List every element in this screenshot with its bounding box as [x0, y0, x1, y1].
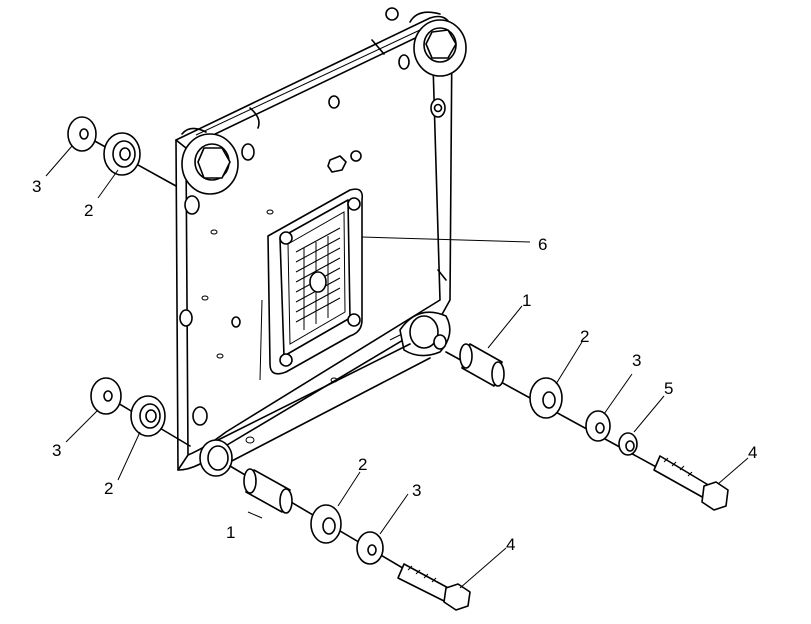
- ecm-connector: [267, 188, 364, 375]
- callout-5: 5: [664, 379, 673, 398]
- callout-3-bottom: 3: [412, 481, 421, 500]
- callout-2-right: 2: [580, 327, 589, 346]
- callout-3-lower-left: 3: [52, 441, 61, 460]
- lower-left-hardware: [90, 377, 191, 447]
- callout-3-upper-left: 3: [32, 177, 41, 196]
- callout-2-lower-left: 2: [104, 479, 113, 498]
- callout-1-right: 1: [522, 291, 531, 310]
- upper-left-hardware: [67, 116, 177, 187]
- plate-fittings: [179, 95, 447, 426]
- callout-4-bottom: 4: [506, 535, 515, 554]
- callout-2-upper-left: 2: [84, 201, 93, 220]
- lower-right-plate-bushing: [399, 311, 451, 357]
- frame-rail: [199, 343, 431, 477]
- top-right-bushing: [371, 7, 467, 118]
- leader-lines: [45, 145, 749, 589]
- callout-3-right: 3: [632, 351, 641, 370]
- bottom-hardware-stack: [229, 465, 471, 611]
- callout-1-bottom: 1: [226, 523, 235, 542]
- right-hardware-stack: [445, 343, 729, 511]
- callout-2-bottom: 2: [358, 455, 367, 474]
- callout-6: 6: [538, 235, 547, 254]
- upper-left-bushing: [181, 127, 274, 235]
- callout-4-right: 4: [748, 443, 757, 462]
- callout-labels: 3 2 6 3 2 1 2 3 5 4 2 3 1 4: [32, 177, 757, 554]
